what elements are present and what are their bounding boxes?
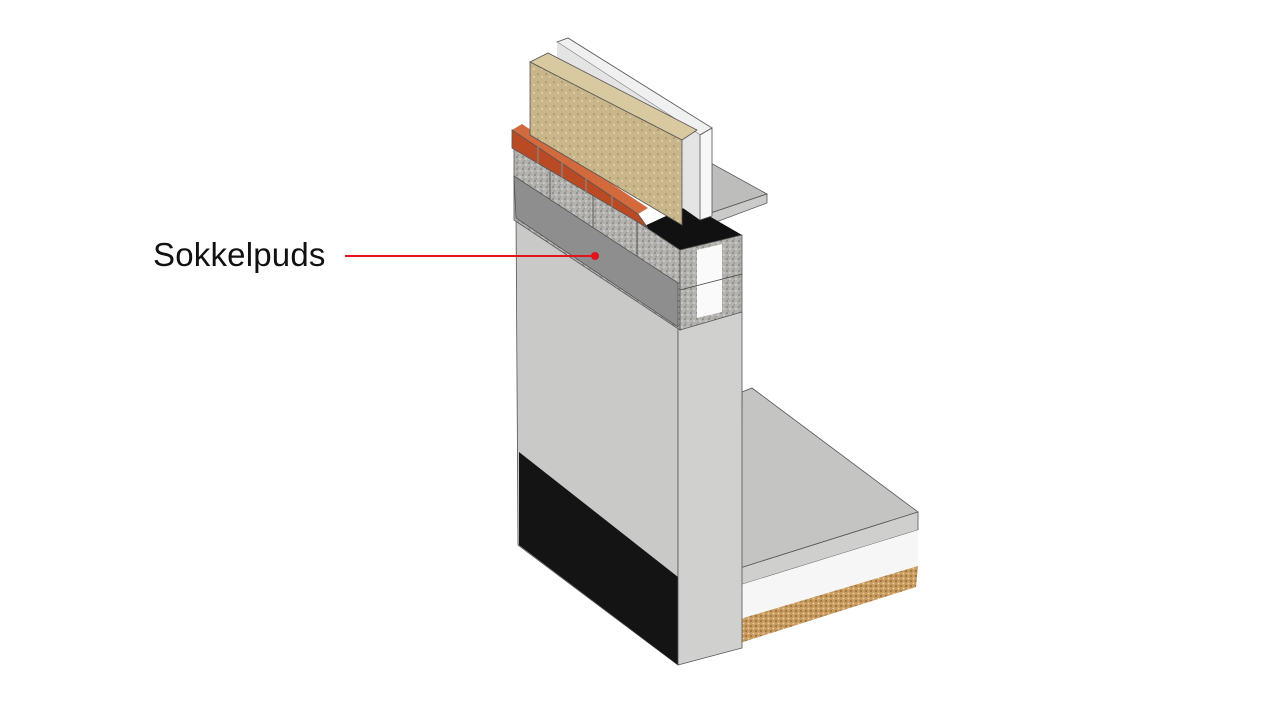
wall-end-face <box>677 311 743 666</box>
capillary-gravel <box>740 566 918 643</box>
brick-course <box>511 124 649 229</box>
brick-top <box>512 124 648 214</box>
floor-insulation <box>740 530 918 619</box>
board-side <box>699 127 713 221</box>
wool-front <box>529 61 683 226</box>
block-top-membrane <box>640 205 742 250</box>
bitumen-membrane <box>519 452 678 665</box>
callout-label-sokkelpuds: Sokkelpuds <box>153 236 326 273</box>
callout-dot <box>591 252 599 260</box>
brick-front <box>511 129 649 229</box>
floor-slab <box>739 387 919 643</box>
foundation-wall <box>515 214 743 666</box>
mineral-wool <box>529 52 698 226</box>
callout-leader <box>345 252 599 260</box>
block-insulation-strip <box>697 244 722 318</box>
plinth-render <box>513 175 679 328</box>
